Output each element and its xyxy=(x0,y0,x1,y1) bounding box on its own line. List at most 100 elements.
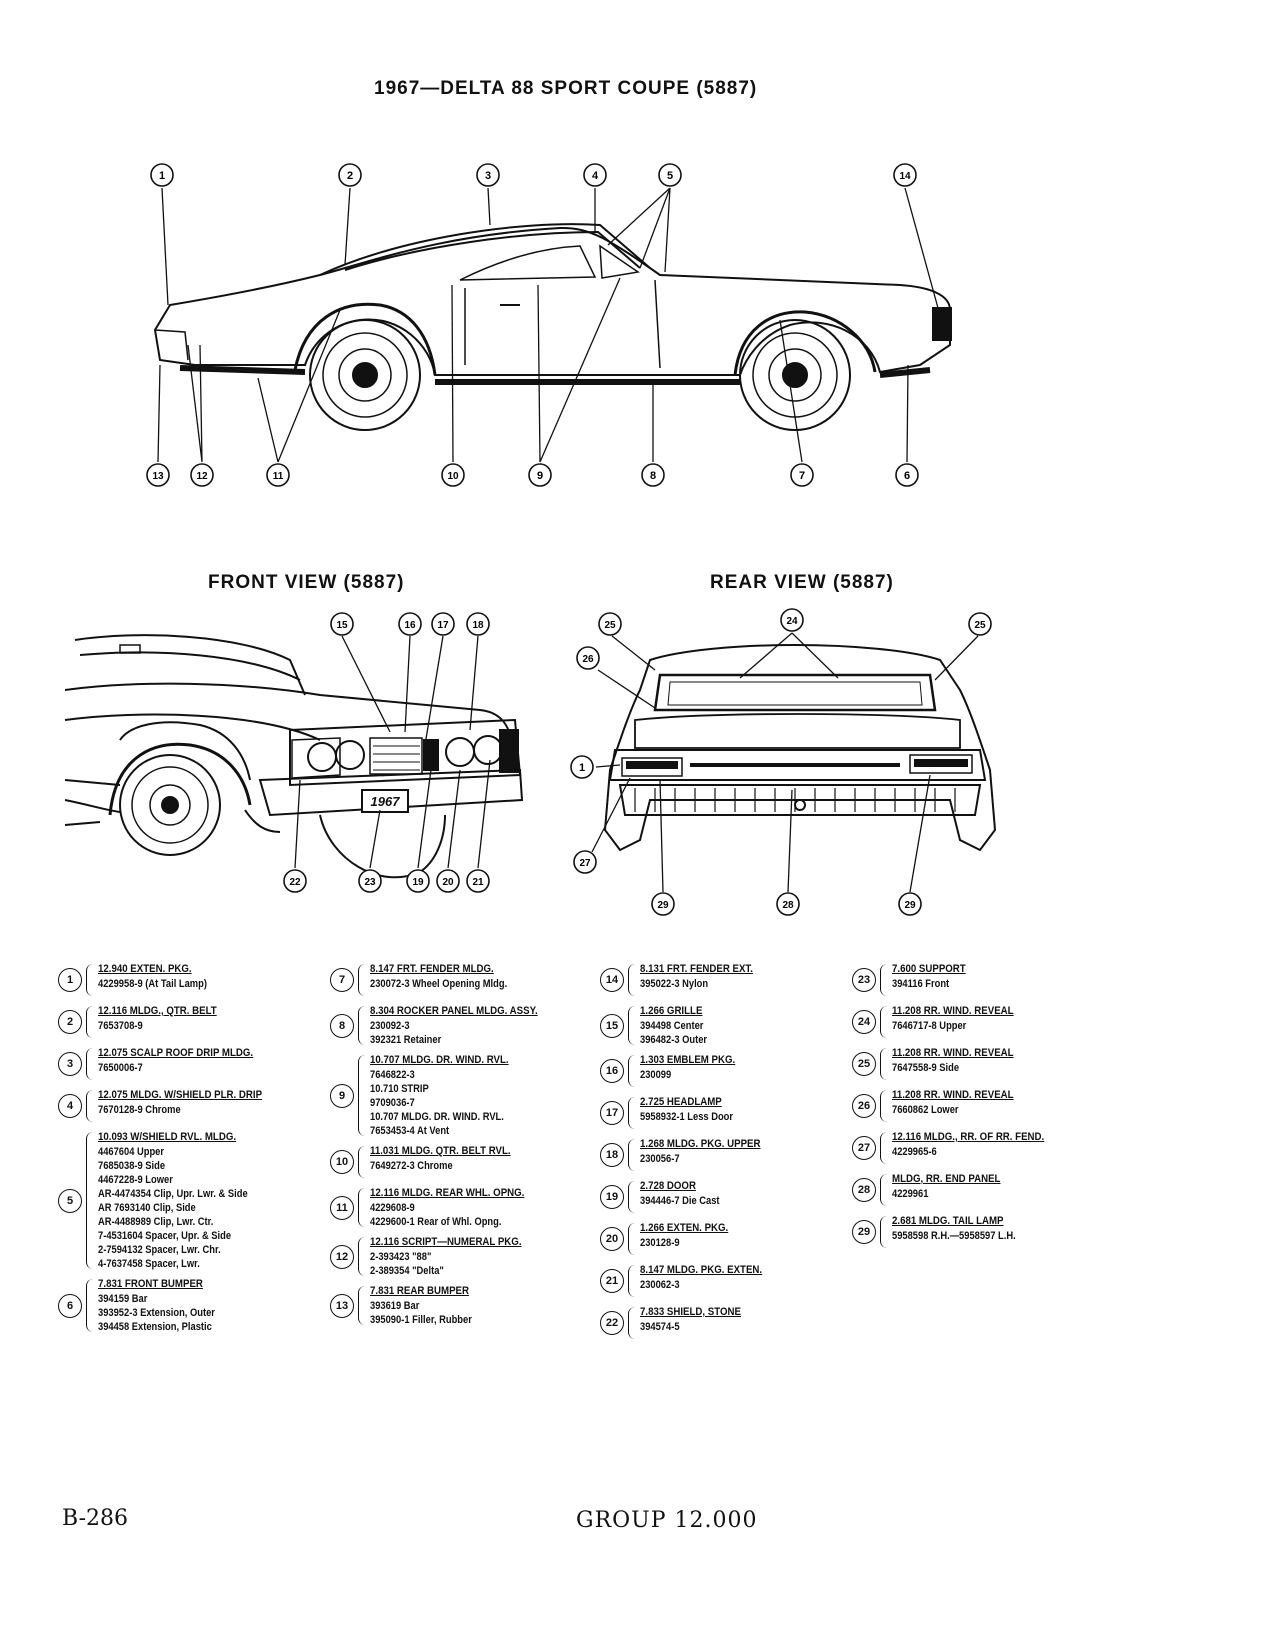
legend-part-line: 10.707 MLDG. DR. WIND. RVL. xyxy=(370,1111,504,1123)
legend-part-line: 230092-3 xyxy=(370,1020,410,1032)
legend-part-line: AR 7693140 Clip, Side xyxy=(98,1202,196,1214)
callout-24: 24 xyxy=(780,608,804,632)
legend-part-line: 7646717-8 Upper xyxy=(892,1020,967,1032)
svg-text:18: 18 xyxy=(472,620,484,631)
legend-callout-number: 25 xyxy=(852,1052,876,1076)
legend-heading: 12.116 MLDG., QTR. BELT xyxy=(98,1005,217,1017)
svg-text:8: 8 xyxy=(650,470,656,482)
legend-brace xyxy=(358,1055,365,1136)
legend-brace xyxy=(880,1216,887,1248)
legend-part-line: 394458 Extension, Plastic xyxy=(98,1321,212,1333)
legend-heading: 7.831 FRONT BUMPER xyxy=(98,1278,203,1290)
legend-part-line: 393952-3 Extension, Outer xyxy=(98,1307,215,1319)
legend-part-line: 2-7594132 Spacer, Lwr. Chr. xyxy=(98,1244,221,1256)
legend-callout-number: 3 xyxy=(58,1052,82,1076)
legend-callout-number: 13 xyxy=(330,1293,354,1318)
legend-brace xyxy=(358,964,365,996)
legend-part-line: 230099 xyxy=(640,1069,672,1081)
callout-16: 16 xyxy=(398,612,422,636)
callout-5: 5 xyxy=(658,163,682,187)
svg-text:27: 27 xyxy=(579,858,591,869)
legend-brace xyxy=(358,1237,365,1276)
svg-text:14: 14 xyxy=(899,171,911,182)
legend-brace xyxy=(86,1279,93,1332)
legend-part-line: 4229965-6 xyxy=(892,1146,937,1158)
side-view-diagram: 1 2 3 4 5 14 13 12 11 10 9 8 7 6 xyxy=(146,163,952,487)
svg-text:4: 4 xyxy=(592,170,599,182)
legend-entry: 19 2.728 DOOR 394446-7 Die Cast xyxy=(600,1179,850,1215)
legend-brace xyxy=(358,1146,365,1178)
callout-23: 23 xyxy=(358,869,382,893)
legend-part-line: 396482-3 Outer xyxy=(640,1034,708,1046)
legend-brace xyxy=(628,1055,635,1087)
legend-part-line: 394446-7 Die Cast xyxy=(640,1195,720,1207)
svg-text:1: 1 xyxy=(579,762,585,774)
legend-heading: 2.728 DOOR xyxy=(640,1180,696,1192)
legend-part-line: 9709036-7 xyxy=(370,1097,415,1109)
legend-callout-number: 2 xyxy=(58,1010,82,1034)
rear-callouts: 25 24 25 26 1 27 29 28 29 xyxy=(570,608,992,916)
callout-26: 26 xyxy=(576,646,600,670)
legend-brace xyxy=(880,964,887,996)
legend-brace xyxy=(880,1006,887,1038)
legend-part-line: 4229608-9 xyxy=(370,1202,415,1214)
legend-callout-number: 22 xyxy=(600,1311,624,1335)
legend-heading: 8.147 FRT. FENDER MLDG. xyxy=(370,963,494,975)
callout-28: 28 xyxy=(776,892,800,916)
legend-heading: 2.725 HEADLAMP xyxy=(640,1096,722,1108)
legend-part-line: 5958598 R.H.—5958597 L.H. xyxy=(892,1230,1016,1242)
legend-heading: 10.093 W/SHIELD RVL. MLDG. xyxy=(98,1131,237,1143)
legend-part-line: 7653708-9 xyxy=(98,1020,143,1032)
legend-part-line: 394116 Front xyxy=(892,978,950,990)
legend-heading: 2.681 MLDG. TAIL LAMP xyxy=(892,1215,1004,1227)
legend-heading: 8.131 FRT. FENDER EXT. xyxy=(640,963,753,975)
callout-13: 13 xyxy=(146,463,170,487)
legend-callout-number: 18 xyxy=(600,1143,624,1167)
legend-part-line: AR-4488989 Clip, Lwr. Ctr. xyxy=(98,1216,214,1228)
legend-callout-number: 6 xyxy=(58,1293,82,1318)
legend-callout-number: 19 xyxy=(600,1185,624,1209)
page-number: B-286 xyxy=(62,1506,128,1531)
callout-20: 20 xyxy=(436,869,460,893)
callout-15: 15 xyxy=(330,612,354,636)
callout-19: 19 xyxy=(406,869,430,893)
legend-heading: 1.266 GRILLE xyxy=(640,1005,703,1017)
svg-text:19: 19 xyxy=(412,877,424,888)
legend-part-line: 230062-3 xyxy=(640,1279,680,1291)
legend-brace xyxy=(86,1132,93,1269)
legend-part-line: 7649272-3 Chrome xyxy=(370,1160,453,1172)
legend-part-line: 394574-5 xyxy=(640,1321,680,1333)
legend-heading: 12.075 SCALP ROOF DRIP MLDG. xyxy=(98,1047,254,1059)
legend-callout-number: 5 xyxy=(58,1188,82,1213)
legend-brace xyxy=(880,1090,887,1122)
legend-part-line: 392321 Retainer xyxy=(370,1034,442,1046)
legend-heading: 8.147 MLDG. PKG. EXTEN. xyxy=(640,1264,763,1276)
legend-part-line: 7-4531604 Spacer, Upr. & Side xyxy=(98,1230,232,1242)
callout-27: 27 xyxy=(573,850,597,874)
callout-3: 3 xyxy=(476,163,500,187)
legend-heading: 10.707 MLDG. DR. WIND. RVL. xyxy=(370,1054,509,1066)
legend-brace xyxy=(628,1265,635,1297)
callout-4: 4 xyxy=(583,163,607,187)
svg-text:15: 15 xyxy=(336,620,348,631)
legend-brace xyxy=(628,1307,635,1339)
callout-12: 12 xyxy=(190,463,214,487)
legend-callout-number: 10 xyxy=(330,1150,354,1174)
svg-text:11: 11 xyxy=(273,471,284,482)
